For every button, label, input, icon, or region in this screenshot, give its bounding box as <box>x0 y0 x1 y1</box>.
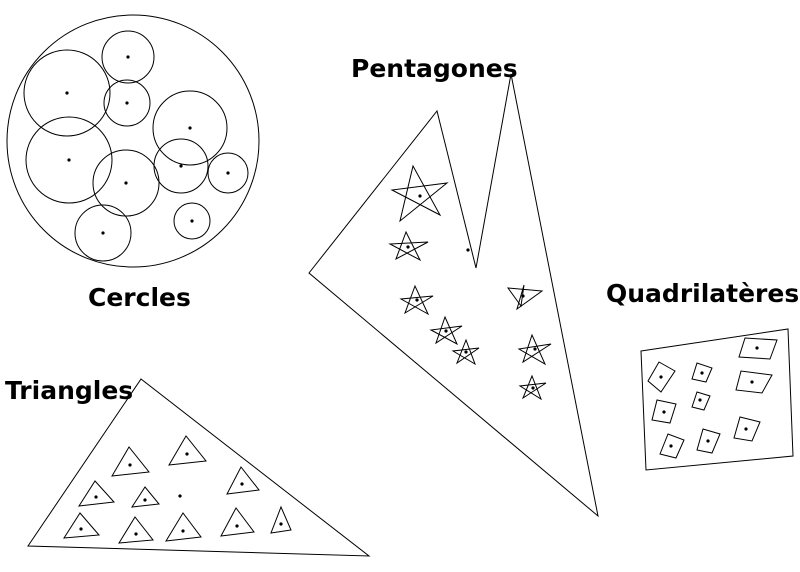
quadrilateres-child-center-dot <box>662 410 666 414</box>
cercles-child-center-dot <box>67 158 71 162</box>
triangles-child-center-dot <box>181 529 185 533</box>
quadrilateres-child-center-dot <box>700 371 704 375</box>
quadrilateres-child-shape <box>691 391 711 411</box>
cercles-child-center-dot <box>126 55 130 59</box>
cercles-child-shape <box>173 202 211 240</box>
quadrilateres-child-shape <box>733 416 761 442</box>
quadrilateres-child-center-dot <box>698 398 702 402</box>
quadrilateres-child-center-dot <box>669 444 673 448</box>
cercles-child-shape <box>23 49 111 137</box>
quadrilateres-child-shape <box>735 370 773 394</box>
pentagones-child-center-dot <box>444 329 448 333</box>
triangles-child-center-dot <box>279 522 283 526</box>
cercles-child-center-dot <box>226 171 230 175</box>
quadrilateres-child-center-dot <box>659 375 663 379</box>
pentagones-child-shape <box>429 315 463 346</box>
cercles-child-center-dot <box>101 231 105 235</box>
triangles-child-center-dot <box>143 498 147 502</box>
triangles-child-shape <box>220 507 255 537</box>
cercles-child-center-dot <box>179 164 183 168</box>
pentagones-child-center-dot <box>415 298 419 302</box>
triangles-child-shape <box>118 516 154 544</box>
triangles-child-shape <box>270 505 292 534</box>
cercles-child-center-dot <box>188 126 192 130</box>
triangles-child-shape <box>78 480 116 507</box>
label-quadrilateres: Quadrilatères <box>606 279 800 308</box>
quadrilateres-child-center-dot <box>706 439 710 443</box>
pentagones-container-shape <box>308 73 599 518</box>
cercles-child-center-dot <box>124 181 128 185</box>
triangles-child-center-dot <box>128 463 132 467</box>
pentagones-child-shape <box>517 333 552 366</box>
quadrilateres-child-shape <box>651 399 677 424</box>
triangles-child-center-dot <box>235 524 239 528</box>
triangles-child-center-dot <box>134 532 138 536</box>
pentagones-child-center-dot <box>521 294 525 298</box>
triangles-child-shape <box>111 446 150 477</box>
pentagones-child-shape <box>390 164 449 223</box>
triangles-child-center-dot <box>185 452 189 456</box>
quadrilateres-child-center-dot <box>744 427 748 431</box>
pentagones-child-center-dot <box>531 386 535 390</box>
quadrilateres-child-shape <box>691 362 713 383</box>
cercles-child-center-dot <box>65 91 69 95</box>
cercles-child-shape <box>207 152 249 194</box>
cercles-child-shape <box>25 116 113 204</box>
cercles-container-shape <box>6 14 260 268</box>
label-triangles: Triangles <box>5 376 134 405</box>
triangles-child-shape <box>165 512 202 542</box>
triangles-container-shape <box>27 378 371 557</box>
cercles-child-center-dot <box>190 219 194 223</box>
pentagones-child-center-dot <box>464 350 468 354</box>
quadrilateres-child-shape <box>659 433 685 459</box>
cercles-child-center-dot <box>125 101 129 105</box>
pentagones-child-center-dot <box>418 194 422 198</box>
cercles-child-shape <box>152 90 228 166</box>
triangles-child-shape <box>63 512 101 539</box>
triangles-child-shape <box>131 486 160 508</box>
quadrilateres-child-shape <box>738 337 778 360</box>
triangles-container-center-dot <box>178 494 182 498</box>
cercles-child-shape <box>92 149 160 217</box>
quadrilateres-container-shape <box>640 328 794 471</box>
triangles-child-shape <box>168 435 207 466</box>
triangles-child-center-dot <box>240 482 244 486</box>
cercles-child-shape <box>74 204 132 262</box>
pentagones-container-center-dot <box>466 248 470 252</box>
pentagones-child-center-dot <box>406 245 410 249</box>
pentagones-child-shape <box>506 284 544 311</box>
triangles-child-shape <box>226 466 260 495</box>
quadrilateres-child-center-dot <box>755 346 759 350</box>
cercles-child-shape <box>103 79 151 127</box>
cercles-child-shape <box>101 30 155 84</box>
label-pentagones: Pentagones <box>351 54 518 83</box>
cercles-child-shape <box>153 138 209 194</box>
label-cercles: Cercles <box>88 283 191 312</box>
triangles-child-center-dot <box>94 495 98 499</box>
quadrilateres-child-center-dot <box>750 380 754 384</box>
triangles-child-center-dot <box>79 527 83 531</box>
quadrilateres-child-shape <box>696 428 721 454</box>
pentagones-child-shape <box>399 284 434 316</box>
pentagones-child-center-dot <box>533 347 537 351</box>
pentagones-child-shape <box>451 338 480 366</box>
pentagones-child-shape <box>518 374 547 401</box>
pentagones-child-shape <box>388 230 429 262</box>
quadrilateres-child-shape <box>647 361 676 393</box>
